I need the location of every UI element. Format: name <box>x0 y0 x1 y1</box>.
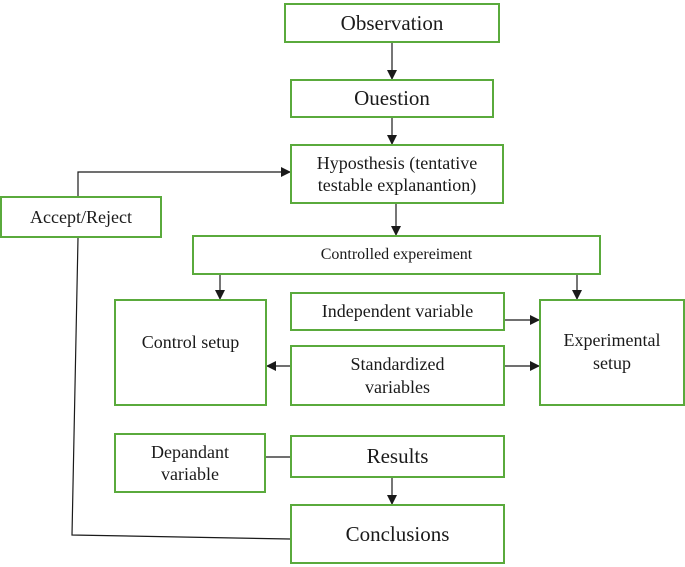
conclusions-node: Conclusions <box>290 504 505 564</box>
dependant-variable-node: Depandant variable <box>114 433 266 493</box>
independent-variable-node: Independent variable <box>290 292 505 331</box>
question-node: Ouestion <box>290 79 494 118</box>
hypothesis-node: Hyposthesis (tentative testable explanan… <box>290 144 504 204</box>
standardized-variables-node: Standardized variables <box>290 345 505 406</box>
controlled-experiment-node: Controlled expereiment <box>192 235 601 275</box>
experimental-setup-node: Experimental setup <box>539 299 685 406</box>
observation-node: Observation <box>284 3 500 43</box>
arrow-accept-reject-to-hypothesis <box>77 167 291 196</box>
control-setup-node: Control setup <box>114 299 267 406</box>
accept-reject-node: Accept/Reject <box>0 196 162 238</box>
feedback-conclusions-to-accept-reject <box>71 237 291 540</box>
results-node: Results <box>290 435 505 478</box>
